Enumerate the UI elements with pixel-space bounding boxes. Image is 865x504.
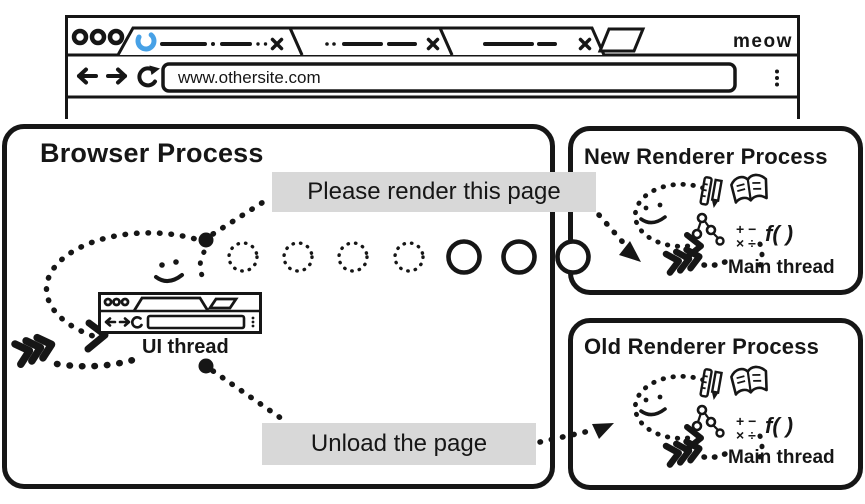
function-icon: f( ) xyxy=(765,221,793,246)
speed-trail-dotted xyxy=(53,356,137,370)
window-control-dot[interactable] xyxy=(71,28,89,46)
mini-tab xyxy=(132,296,210,312)
solid-circle xyxy=(446,239,482,275)
close-icon[interactable] xyxy=(578,37,592,51)
tab-title-scribble xyxy=(325,42,336,46)
unload-message-label: Unload the page xyxy=(262,423,536,465)
dom-tree-icon xyxy=(691,212,725,246)
smiley-face-icon xyxy=(639,394,667,417)
thread-loop-dotted-tail xyxy=(197,249,208,285)
tab-title-scribble xyxy=(211,42,268,46)
mini-browser-window-illustration xyxy=(98,292,262,334)
dom-tree-icon xyxy=(691,404,725,438)
loading-spinner-icon xyxy=(135,30,157,52)
browser-window: meow www.othersite.com xyxy=(65,15,800,119)
menu-kebab-icon[interactable] xyxy=(775,69,779,87)
math-icon: + − × ÷ xyxy=(736,221,756,251)
back-icon[interactable] xyxy=(77,67,98,85)
dotted-circle xyxy=(282,241,314,273)
url-bar[interactable]: www.othersite.com xyxy=(161,62,737,93)
loop-arrow-chevron-icon xyxy=(84,319,109,353)
arrowhead xyxy=(592,423,614,439)
new-renderer-title: New Renderer Process xyxy=(584,144,828,169)
solid-circle xyxy=(555,239,591,275)
svg-text:+ −: + − xyxy=(736,413,756,429)
solid-circle xyxy=(501,239,537,275)
ui-thread-loop-illustration xyxy=(5,228,275,388)
new-renderer-main-thread-illustration: + − × ÷ f( ) xyxy=(608,173,858,288)
old-renderer-main-thread-label: Main thread xyxy=(728,447,835,468)
function-icon: f( ) xyxy=(765,413,793,438)
speed-chevrons-icon xyxy=(662,246,703,276)
dotted-circle xyxy=(227,241,259,273)
ruler-pencil-icon xyxy=(699,368,723,400)
window-control-dot[interactable] xyxy=(107,28,125,46)
tab-2[interactable] xyxy=(287,26,454,56)
svg-text:× ÷: × ÷ xyxy=(736,427,756,443)
old-renderer-title: Old Renderer Process xyxy=(584,334,820,359)
render-message-label: Please render this page xyxy=(272,172,596,212)
new-renderer-main-thread-label: Main thread xyxy=(728,257,835,278)
mini-reload-icon xyxy=(131,316,143,329)
thread-loop-dotted-circle xyxy=(43,230,208,339)
ruler-pencil-icon xyxy=(699,176,723,208)
tab-1-loading[interactable] xyxy=(116,26,304,56)
math-icon: + − × ÷ xyxy=(736,413,756,443)
render-message-arrow xyxy=(198,196,641,262)
forward-icon[interactable] xyxy=(106,67,127,85)
mini-new-tab-icon xyxy=(207,297,239,310)
speed-chevrons-icon xyxy=(11,333,56,368)
arrowhead xyxy=(619,241,641,262)
svg-text:+ −: + − xyxy=(736,221,756,237)
mini-url-bar xyxy=(146,314,246,330)
function-trail-dotted xyxy=(757,241,765,268)
book-icon xyxy=(730,365,768,396)
new-tab-icon[interactable] xyxy=(597,27,646,53)
window-frame xyxy=(65,15,800,119)
thread-loop-dotted-circle xyxy=(632,373,706,441)
speed-chevrons-icon xyxy=(662,438,703,468)
old-renderer-process-box xyxy=(568,318,863,490)
dotted-circle xyxy=(393,241,425,273)
dotted-circle xyxy=(337,241,369,273)
close-icon[interactable] xyxy=(270,37,284,51)
old-renderer-main-thread-illustration: + − × ÷ f( ) xyxy=(608,365,858,480)
speed-trail-dotted xyxy=(701,449,732,461)
reload-icon[interactable] xyxy=(137,65,160,88)
smiley-face-icon xyxy=(639,202,667,225)
mini-menu-kebab-icon xyxy=(251,316,255,328)
book-icon xyxy=(730,173,768,204)
speed-trail-dotted xyxy=(701,257,732,269)
brand-text: meow xyxy=(733,31,793,52)
mini-forward-icon xyxy=(118,317,131,327)
ui-thread-label: UI thread xyxy=(142,336,229,358)
svg-text:× ÷: × ÷ xyxy=(736,235,756,251)
mini-back-icon xyxy=(104,317,117,327)
window-control-dot[interactable] xyxy=(89,28,107,46)
url-text[interactable]: www.othersite.com xyxy=(177,68,321,87)
smiley-face-icon xyxy=(154,259,184,283)
unload-message-arrow xyxy=(198,358,614,445)
browser-process-title: Browser Process xyxy=(40,138,264,168)
close-icon[interactable] xyxy=(426,37,440,51)
window-controls[interactable] xyxy=(71,28,125,46)
thread-loop-dotted-circle xyxy=(632,181,706,249)
ipc-message-circles xyxy=(227,239,591,275)
function-trail-dotted xyxy=(757,433,765,460)
